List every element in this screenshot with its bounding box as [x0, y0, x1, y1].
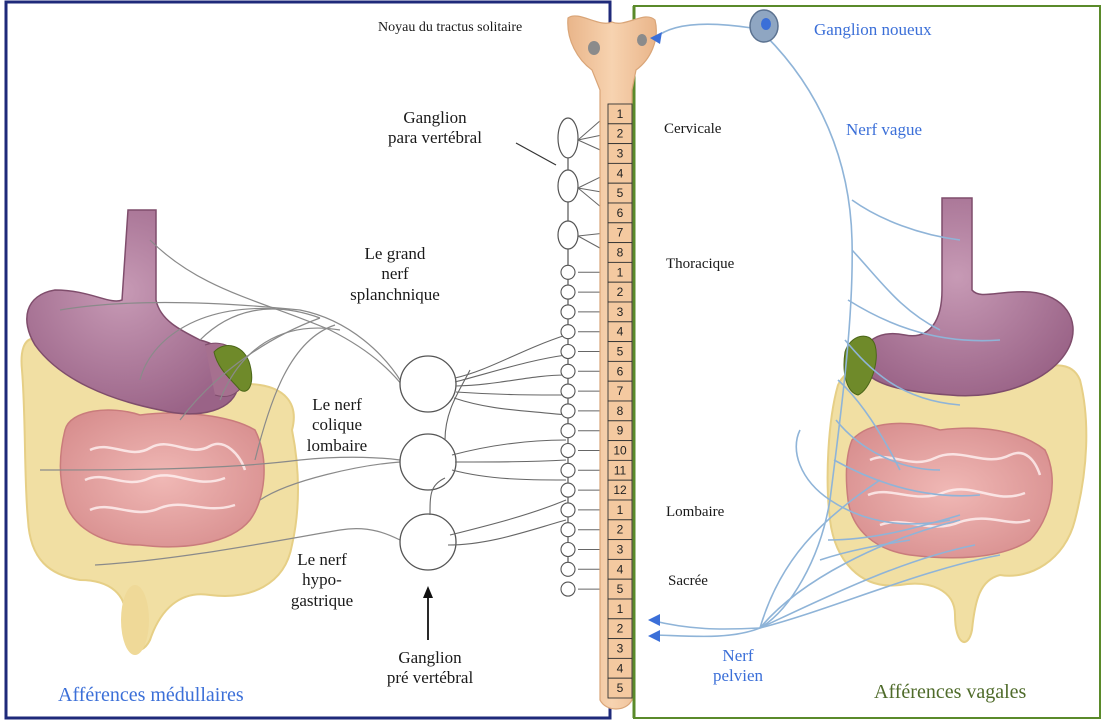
chain-ganglion-node [561, 582, 575, 596]
chain-ganglion-node [561, 265, 575, 279]
right-small-intestine [846, 423, 1052, 557]
chain-ganglion-node [561, 384, 575, 398]
chain-ganglion-node [561, 325, 575, 339]
vertebra-number-thoracic-12: 12 [613, 483, 627, 497]
chain-ganglion-node [561, 523, 575, 537]
vertebra-number-thoracic-10: 10 [613, 444, 627, 458]
vertebra-number-thoracic-4: 4 [617, 325, 624, 339]
chain-ganglion-node [561, 345, 575, 359]
vertebra-number-cervical-4: 4 [617, 166, 624, 180]
vertebra-number-thoracic-1: 1 [617, 265, 624, 279]
vertebra-number-thoracic-5: 5 [617, 345, 624, 359]
chain-ganglion-node [561, 483, 575, 497]
nerf-pelvien-label: Nerf pelvien [698, 646, 778, 687]
vertebra-number-thoracic-2: 2 [617, 285, 624, 299]
vertebra-number-thoracic-3: 3 [617, 305, 624, 319]
vertebra-number-lumbar-5: 5 [617, 582, 624, 596]
vertebra-number-lumbar-3: 3 [617, 543, 624, 557]
ganglion-para-label: Ganglion para vertébral [380, 108, 490, 149]
ganglion-noueux-label: Ganglion noueux [814, 20, 932, 40]
chain-ganglia-nodes [561, 265, 575, 596]
vertebra-number-lumbar-2: 2 [617, 523, 624, 537]
hypogastric-ganglion [400, 514, 456, 570]
right-panel-caption: Afférences vagales [874, 680, 1026, 704]
vertebra-number-cervical-7: 7 [617, 226, 624, 240]
nerf-vague-label: Nerf vague [846, 120, 922, 140]
vertebra-number-thoracic-7: 7 [617, 384, 624, 398]
chain-ganglion-node [561, 364, 575, 378]
ganglion-pre-label: Ganglion pré vertébral [370, 648, 490, 689]
noyau-label: Noyau du tractus solitaire [378, 20, 522, 37]
chain-ganglion-node [561, 562, 575, 576]
vertebra-number-lumbar-1: 1 [617, 503, 624, 517]
chain-ganglion-node [561, 285, 575, 299]
vertebra-number-cervical-8: 8 [617, 246, 624, 260]
region-lombaire: Lombaire [666, 503, 724, 521]
chain-ganglion-node [561, 463, 575, 477]
vertebra-number-thoracic-11: 11 [614, 463, 627, 477]
vertebra-number-cervical-3: 3 [617, 147, 624, 161]
vertebra-number-cervical-6: 6 [617, 206, 624, 220]
vertebra-number-sacral-2: 2 [617, 622, 624, 636]
right-stomach [862, 198, 1073, 396]
nerf-hypo-label: Le nerf hypo- gastrique [272, 550, 372, 611]
chain-ganglion-node [561, 305, 575, 319]
region-sacree: Sacrée [668, 572, 708, 590]
region-cervicale: Cervicale [664, 120, 721, 138]
chain-ganglion-node [561, 404, 575, 418]
chain-ganglion-node [561, 543, 575, 557]
vertebra-number-thoracic-6: 6 [617, 364, 624, 378]
left-small-intestine [60, 410, 264, 547]
vertebra-number-sacral-5: 5 [617, 681, 624, 695]
chain-ganglion-node [561, 503, 575, 517]
chain-ganglion-node [561, 424, 575, 438]
chain-ganglion-node [561, 444, 575, 458]
nucleus-right [637, 34, 647, 46]
vertebra-number-cervical-5: 5 [617, 186, 624, 200]
vertebra-number-lumbar-4: 4 [617, 562, 624, 576]
celiac-ganglion [400, 356, 456, 412]
nodose-ganglion [750, 10, 778, 42]
vertebra-number-cervical-2: 2 [617, 127, 624, 141]
vertebra-number-sacral-3: 3 [617, 642, 624, 656]
nucleus-left [588, 41, 600, 55]
vertebra-number-cervical-1: 1 [617, 107, 624, 121]
vertebra-number-thoracic-8: 8 [617, 404, 624, 418]
region-thoracique: Thoracique [666, 255, 734, 273]
vertebra-number-thoracic-9: 9 [617, 424, 624, 438]
nerf-colique-label: Le nerf colique lombaire [282, 395, 392, 456]
vertebra-number-sacral-4: 4 [617, 661, 624, 675]
mesenteric-ganglion [400, 434, 456, 490]
left-panel-caption: Afférences médullaires [58, 683, 244, 707]
vertebra-number-sacral-1: 1 [617, 602, 624, 616]
prevertebral-ganglia [400, 356, 456, 570]
grand-nerf-label: Le grand nerf splanchnique [340, 244, 450, 305]
